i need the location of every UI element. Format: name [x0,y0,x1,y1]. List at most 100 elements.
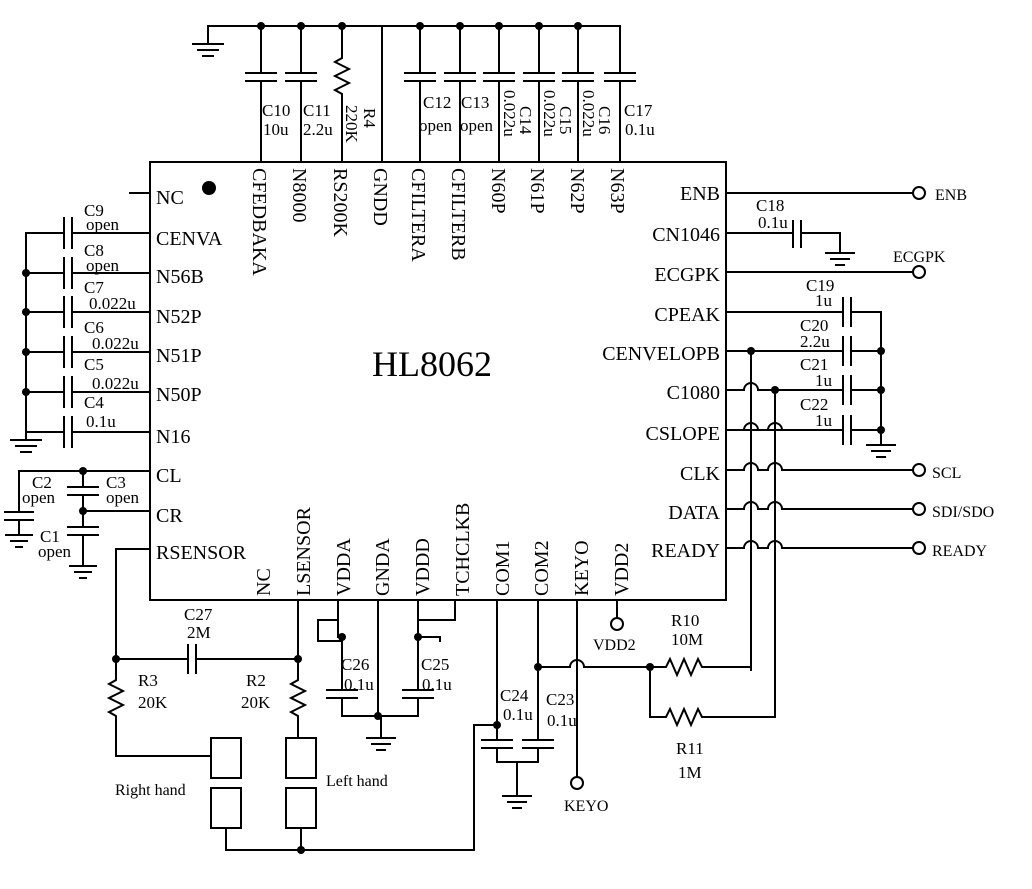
c1-value: open [38,542,72,561]
c6-value: 0.022u [92,334,139,353]
pin-left-n51p: N51P [156,345,202,367]
pin-left-nc: NC [156,187,184,209]
pin-top-cfiltera: CFILTERA [407,168,429,262]
top-rail [192,22,621,57]
c2-value: open [22,488,56,507]
c5-value: 0.022u [92,374,139,393]
c4-name: C4 [84,393,104,412]
c10-name: C10 [262,101,290,120]
pin-bottom-nc: NC [253,568,275,596]
r2-value: 20K [241,693,271,712]
r4-name: R4 [360,108,379,128]
net-keyo-label: KEYO [564,798,608,815]
c13-name: C13 [461,93,489,112]
c8-value: open [86,256,120,275]
pin-bottom-vddd: VDDD [412,538,434,596]
pin-bottom-com1: COM1 [492,540,514,596]
c16-value: 0.022u [579,90,598,137]
c14-value: 0.022u [500,90,519,137]
c18-value: 0.1u [758,213,788,232]
r10-value: 10M [671,630,703,649]
c12-value: open [419,116,453,135]
c19-value: 1u [815,291,833,310]
c19-name: C19 [806,276,834,295]
pin-bottom-gnda: GNDA [372,538,394,596]
pin-bottom-tchclkb: TCHCLKB [452,503,474,596]
pin-top-n63p: N63P [606,168,628,214]
c8-name: C8 [84,241,104,260]
pin-bottom-lsensor: LSENSOR [293,506,315,596]
pin-bottom-vdd2: VDD2 [611,543,633,596]
c16-name: C16 [595,106,614,134]
pin-top-gndd: GNDD [369,168,391,226]
c20-value: 2.2u [800,332,830,351]
c27-value: 2M [187,623,211,642]
c12-name: C12 [423,93,451,112]
c1-name: C1 [40,527,60,546]
c17-value: 0.1u [625,120,655,139]
pin-left-rsensor: RSENSOR [156,542,247,564]
r11-value: 1M [678,763,702,782]
c24-value: 0.1u [503,705,533,724]
pin-right-cenvelopb: CENVELOPB [602,343,720,365]
pin-left-n50p: N50P [156,384,202,406]
c2-name: C2 [32,473,52,492]
pin-left-n56b: N56B [156,266,204,288]
pin-left-cr: CR [156,505,183,527]
chip-name: HL8062 [372,344,492,384]
right-hand-label: Right hand [115,782,186,799]
pin-right-cslope: CSLOPE [646,423,720,445]
pin1-marker [202,181,216,195]
pin-left-n52p: N52P [156,306,202,328]
c24-name: C24 [500,686,529,705]
right-components [725,186,926,718]
pin-right-ecgpk: ECGPK [654,264,720,286]
c26-value: 0.1u [344,675,374,694]
pin-top-n60p: N60P [487,168,509,214]
c22-value: 1u [815,411,833,430]
pin-right-cpeak: CPEAK [654,304,720,326]
net-ecgpk-label: ECGPK [893,249,946,266]
c11-name: C11 [303,101,331,120]
r3-value: 20K [138,693,168,712]
pin-right-c1080: C1080 [667,382,720,404]
c15-name: C15 [556,106,575,134]
c10-value: 10u [263,120,289,139]
chip-body [149,161,727,601]
pin-top-cfedbaka: CFEDBAKA [248,168,270,276]
left-hand-label: Left hand [326,773,388,790]
pin-top-n61p: N61P [526,168,548,214]
c13-value: open [460,116,494,135]
c21-value: 1u [815,371,833,390]
c23-name: C23 [546,690,574,709]
pin-top-n62p: N62P [566,168,588,214]
c15-value: 0.022u [540,90,559,137]
c9-name: C9 [84,201,104,220]
net-scl-label: SCL [932,465,961,482]
r2-name: R2 [246,671,266,690]
r11-name: R11 [676,739,704,758]
pin-right-ready: READY [651,540,720,562]
net-vdd2-label: VDD2 [593,637,636,654]
r10-name: R10 [671,611,699,630]
c18-name: C18 [756,196,784,215]
pin-left-cenva: CENVA [156,228,223,250]
net-sdi-sdo-label: SDI/SDO [932,504,994,521]
c3-name: C3 [106,473,126,492]
c17-name: C17 [624,101,653,120]
c21-name: C21 [800,355,828,374]
c11-value: 2.2u [303,120,333,139]
pin-top-rs200k: RS200K [329,168,351,237]
pin-bottom-keyo: KEYO [571,540,593,596]
c22-name: C22 [800,395,828,414]
pin-right-data: DATA [668,502,720,524]
c26-name: C26 [341,655,369,674]
c27-name: C27 [184,605,213,624]
c7-name: C7 [84,278,104,297]
pin-bottom-com2: COM2 [531,540,553,596]
c14-name: C14 [516,106,535,135]
top-components [245,25,636,163]
r3-name: R3 [138,671,158,690]
c25-value: 0.1u [422,675,452,694]
